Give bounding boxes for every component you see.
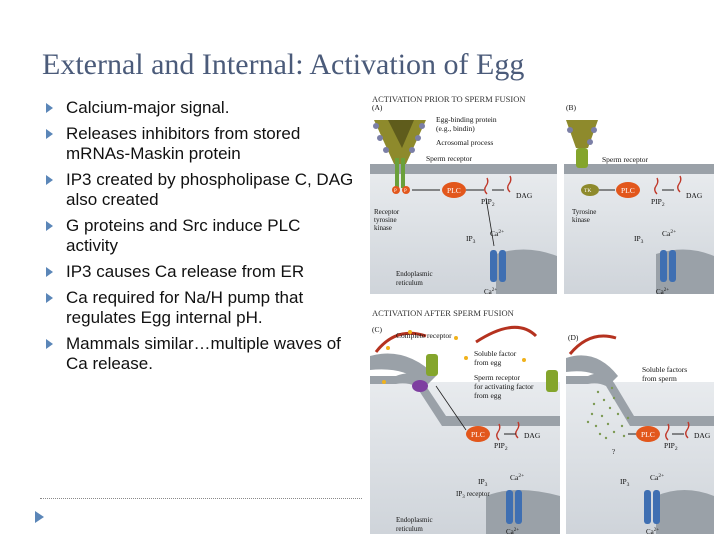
svg-text:DAG: DAG xyxy=(524,431,541,440)
svg-text:(C): (C) xyxy=(372,325,383,334)
plc-enzyme-b xyxy=(616,182,640,198)
svg-text:PIP2: PIP2 xyxy=(494,441,508,452)
figure-header-prior: ACTIVATION PRIOR TO SPERM FUSION xyxy=(372,94,526,104)
bullet-item: IP3 causes Ca release from ER xyxy=(44,262,354,282)
svg-text:PLC: PLC xyxy=(621,186,635,195)
svg-text:Receptor: Receptor xyxy=(374,208,400,216)
bullet-item: IP3 created by phospholipase C, DAG also… xyxy=(44,170,354,210)
svg-text:IP3: IP3 xyxy=(620,477,630,488)
bullet-arrow-icon xyxy=(46,221,53,231)
bullet-arrow-icon xyxy=(46,339,53,349)
svg-text:Ca2+: Ca2+ xyxy=(510,473,524,482)
panel-a: P P PLC PIP2 DAG IP3 Ca2+ Ca2+ Egg-bindi… xyxy=(370,103,557,296)
svg-text:Ca2+: Ca2+ xyxy=(484,288,497,296)
plc-enzyme-d xyxy=(636,426,660,442)
svg-text:kinase: kinase xyxy=(374,224,392,232)
svg-text:Soluble factors: Soluble factors xyxy=(642,365,687,374)
svg-text:?: ? xyxy=(612,448,615,456)
svg-text:DAG: DAG xyxy=(686,191,703,200)
svg-text:TK: TK xyxy=(584,188,591,194)
bullet-item: G proteins and Src induce PLC activity xyxy=(44,216,354,256)
svg-text:(A): (A) xyxy=(372,103,383,112)
svg-text:PIP2: PIP2 xyxy=(664,441,678,452)
bullet-item: Calcium-major signal. xyxy=(44,98,354,118)
page-title: External and Internal: Activation of Egg xyxy=(42,48,525,81)
bullet-list: Calcium-major signal. Releases inhibitor… xyxy=(44,98,354,380)
svg-text:(D): (D) xyxy=(568,333,579,342)
svg-text:IP3: IP3 xyxy=(478,477,488,488)
svg-text:Egg-binding protein: Egg-binding protein xyxy=(436,115,497,124)
svg-text:reticulum: reticulum xyxy=(396,279,423,287)
svg-text:PIP2: PIP2 xyxy=(651,197,665,208)
svg-text:Endoplasmic: Endoplasmic xyxy=(396,516,433,524)
bullet-arrow-icon xyxy=(46,175,53,185)
svg-text:tyrosine: tyrosine xyxy=(374,216,397,224)
svg-text:Acrosomal process: Acrosomal process xyxy=(436,138,493,147)
bullet-text: IP3 created by phospholipase C, DAG also… xyxy=(66,170,354,209)
svg-text:Sperm receptor: Sperm receptor xyxy=(602,155,649,164)
figure-header-after: ACTIVATION AFTER SPERM FUSION xyxy=(372,308,514,318)
bullet-text: Ca required for Na/H pump that regulates… xyxy=(66,288,304,327)
plc-enzyme-a xyxy=(442,182,466,198)
svg-text:IP3: IP3 xyxy=(466,234,476,245)
bullet-arrow-icon xyxy=(46,293,53,303)
svg-text:Tyrosine: Tyrosine xyxy=(572,208,596,216)
svg-text:P: P xyxy=(404,189,407,194)
bullet-text: G proteins and Src induce PLC activity xyxy=(66,216,301,255)
bullet-text: Releases inhibitors from stored mRNAs-Ma… xyxy=(66,124,301,163)
svg-text:Ca2+: Ca2+ xyxy=(490,229,504,238)
egg-activation-figure: ACTIVATION PRIOR TO SPERM FUSION P P PLC… xyxy=(366,86,718,538)
svg-text:Sperm receptor: Sperm receptor xyxy=(474,373,521,382)
svg-text:Ca2+: Ca2+ xyxy=(662,229,676,238)
bullet-item: Releases inhibitors from stored mRNAs-Ma… xyxy=(44,124,354,164)
svg-text:Endoplasmic: Endoplasmic xyxy=(396,270,433,278)
svg-text:Ca2+: Ca2+ xyxy=(506,528,519,536)
svg-text:from sperm: from sperm xyxy=(642,374,677,383)
svg-text:for activating factor: for activating factor xyxy=(474,382,534,391)
svg-text:Ca2+: Ca2+ xyxy=(650,473,664,482)
bullet-text: IP3 causes Ca release from ER xyxy=(66,262,305,281)
svg-text:PLC: PLC xyxy=(471,430,485,439)
bullet-item: Mammals similar…multiple waves of Ca rel… xyxy=(44,334,354,374)
bullet-arrow-icon xyxy=(46,267,53,277)
svg-text:from egg: from egg xyxy=(474,391,502,400)
svg-text:(B): (B) xyxy=(566,103,577,112)
svg-text:DAG: DAG xyxy=(516,191,533,200)
svg-text:DAG: DAG xyxy=(694,431,711,440)
svg-text:Soluble factor: Soluble factor xyxy=(474,349,517,358)
bullet-arrow-icon xyxy=(46,129,53,139)
bullet-item: Ca required for Na/H pump that regulates… xyxy=(44,288,354,328)
plc-enzyme-c xyxy=(466,426,490,442)
svg-text:Sperm receptor: Sperm receptor xyxy=(426,154,473,163)
footer-rule xyxy=(40,498,362,499)
svg-text:kinase: kinase xyxy=(572,216,590,224)
svg-text:Ca2+: Ca2+ xyxy=(646,528,659,536)
next-slide-arrow-icon[interactable] xyxy=(35,511,44,523)
svg-text:Complete receptor: Complete receptor xyxy=(396,331,452,340)
panel-d: PLC PIP2 DAG ? IP3 Ca2+ Ca2+ (D) Soluble… xyxy=(566,333,714,536)
bullet-text: Calcium-major signal. xyxy=(66,98,230,117)
panel-b: TK PLC PIP2 DAG IP3 Ca2+ Ca2+ Sperm rece… xyxy=(564,103,714,296)
svg-text:reticulum: reticulum xyxy=(396,525,423,533)
svg-text:P: P xyxy=(394,189,397,194)
svg-text:PLC: PLC xyxy=(447,186,461,195)
svg-text:(e.g., bindin): (e.g., bindin) xyxy=(436,124,475,133)
svg-text:PLC: PLC xyxy=(641,430,655,439)
bullet-arrow-icon xyxy=(46,103,53,113)
svg-text:Ca2+: Ca2+ xyxy=(656,288,669,296)
svg-text:from egg: from egg xyxy=(474,358,502,367)
bullet-text: Mammals similar…multiple waves of Ca rel… xyxy=(66,334,341,373)
svg-text:IP3: IP3 xyxy=(634,234,644,245)
